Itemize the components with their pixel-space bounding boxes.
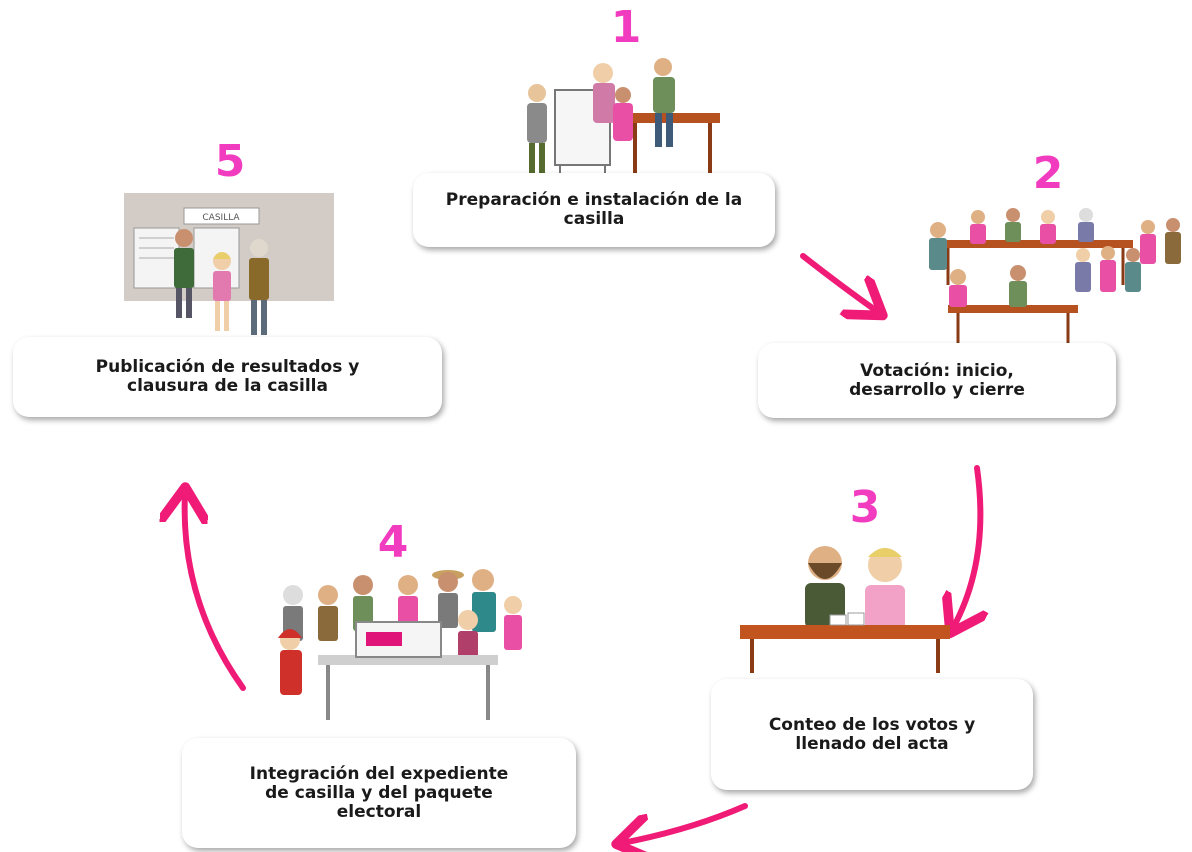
step-box-1: Preparación e instalación de la casilla — [413, 173, 775, 247]
voting-line-illustration — [929, 208, 1181, 343]
step-box-4: Integración del expediente de casilla y … — [182, 738, 576, 848]
step-label-1: Preparación e instalación de la casilla — [445, 190, 743, 229]
step-number-3: 3 — [849, 482, 881, 533]
arrow-2-to-3 — [953, 465, 980, 628]
step-label-3: Conteo de los votos y llenado del acta — [768, 714, 976, 754]
arrow-4-to-5 — [185, 493, 246, 691]
ballot-box-illustration — [278, 569, 522, 720]
step-number-2: 2 — [1032, 148, 1064, 199]
step-label-4: Integración del expediente de casilla y … — [249, 763, 509, 822]
step-number-5: 5 — [214, 136, 246, 187]
poster-sign-text: CASILLA — [202, 213, 240, 223]
results-poster-illustration: CASILLA — [124, 193, 334, 335]
step-label-2: Votación: inicio, desarrollo y cierre — [849, 360, 1025, 400]
step-box-5: Publicación de resultados y clausura de … — [13, 337, 442, 417]
arrow-3-to-4 — [622, 803, 748, 843]
step-label-5: Publicación de resultados y clausura de … — [95, 357, 360, 396]
arrow-1-to-2 — [800, 253, 878, 312]
step-box-3: Conteo de los votos y llenado del acta — [711, 679, 1033, 790]
booth-setup-illustration — [527, 58, 720, 183]
vote-counting-illustration — [740, 546, 950, 673]
step-number-4: 4 — [377, 517, 409, 568]
step-box-2: Votación: inicio, desarrollo y cierre — [758, 343, 1116, 418]
step-number-1: 1 — [610, 2, 642, 53]
